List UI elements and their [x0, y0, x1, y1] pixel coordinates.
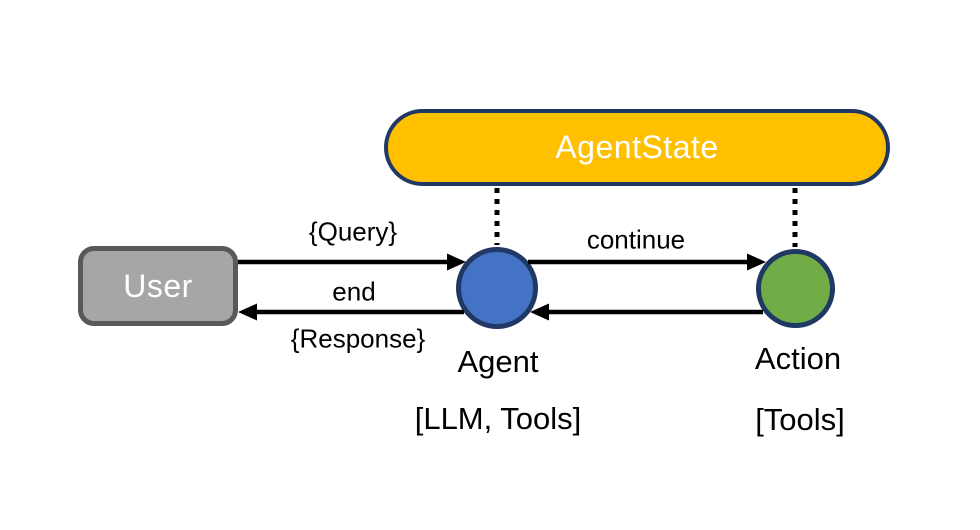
edge-label-end: end [332, 276, 376, 307]
node-agentstate-label: AgentState [555, 129, 719, 165]
edge-label-continue: continue [586, 224, 686, 255]
node-agent-circle [456, 247, 538, 329]
node-action-sublabel: [Tools] [755, 402, 845, 437]
edge-label-response: {Response} [290, 323, 426, 354]
node-agent-sublabel: [LLM, Tools] [414, 401, 582, 436]
node-action-label: Action [754, 341, 842, 376]
edge-agent-to-user-arrowhead [238, 303, 257, 321]
node-user-label: User [123, 267, 193, 304]
node-user: User [78, 246, 238, 326]
node-action-circle [756, 249, 835, 328]
node-agentstate: AgentState [384, 109, 890, 186]
edge-label-query: {Query} [308, 216, 398, 247]
node-agent-label: Agent [457, 344, 539, 379]
